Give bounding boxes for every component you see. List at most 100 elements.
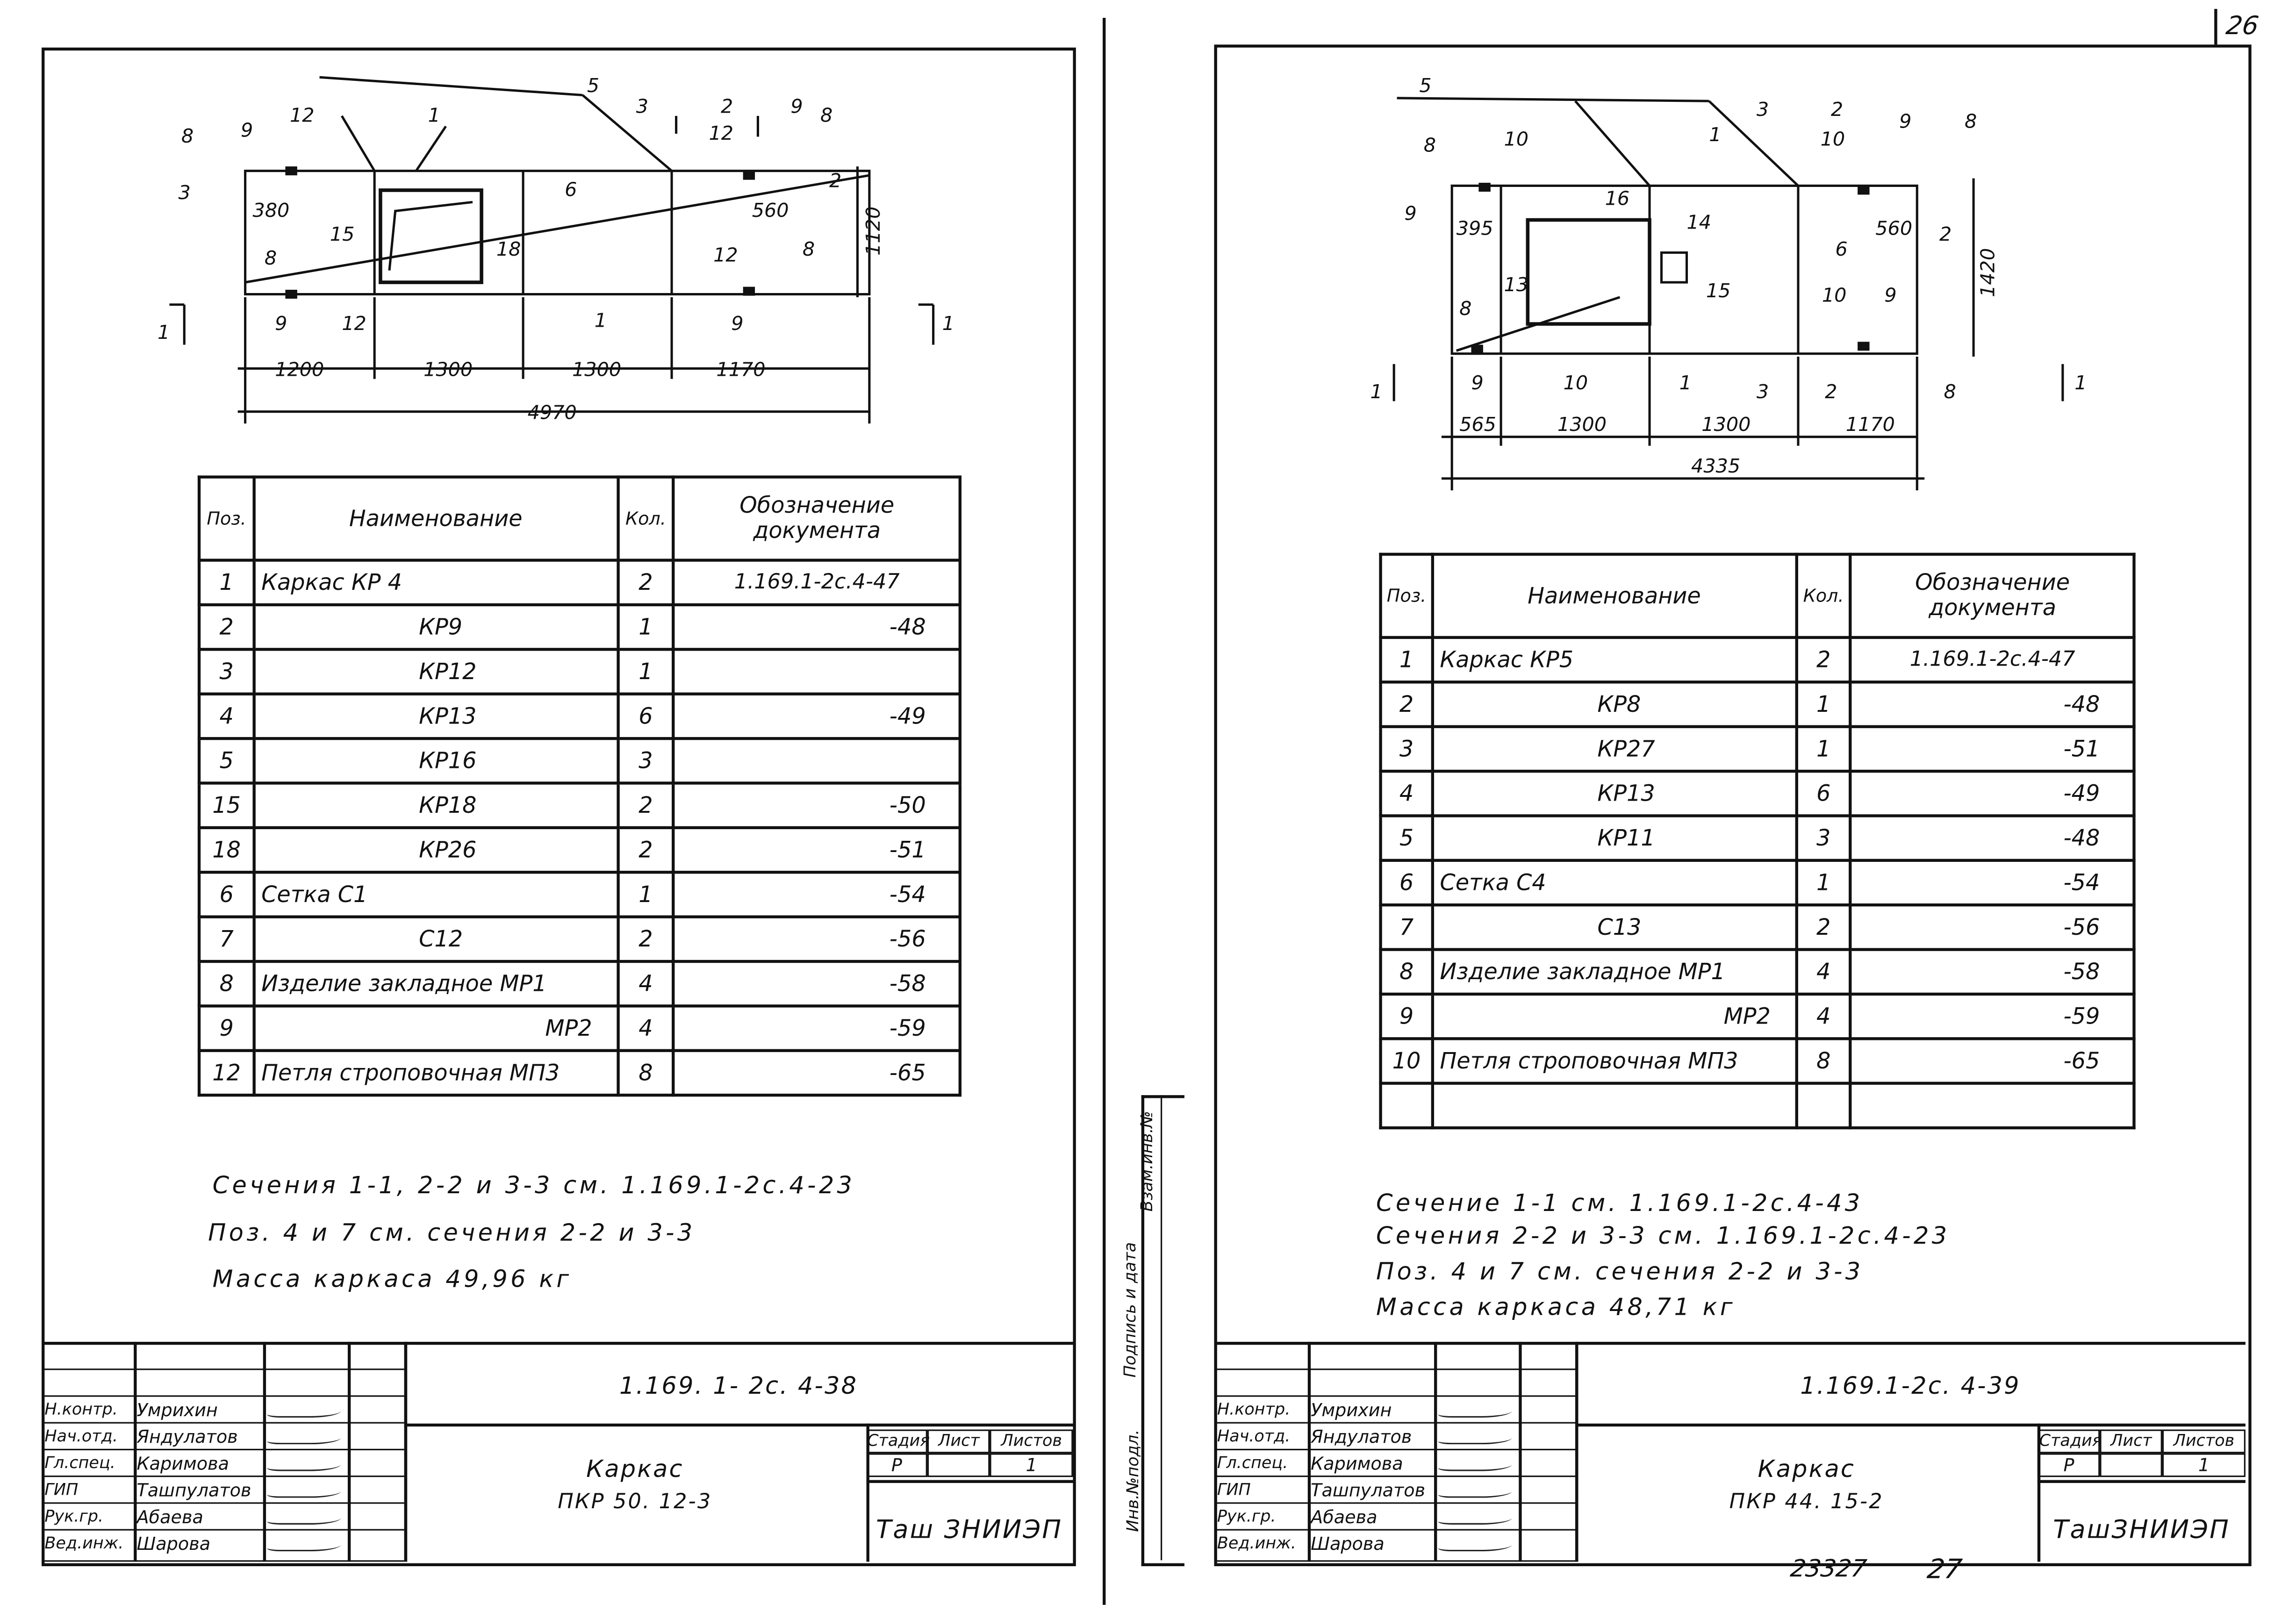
name-cell: МР2 [252,1004,619,1052]
callout: 3 [1757,98,1769,121]
name-cell: Изделие закладное МР1 [252,960,619,1008]
qty-cell: 4 [1794,948,1852,996]
doc-cell: -58 [672,960,961,1008]
qty-cell: 3 [1794,814,1852,862]
qty-cell: 2 [616,781,675,830]
title-block-col-line [1519,1341,1521,1562]
drawing-title: Каркас [586,1455,684,1483]
name-cell: КР13 [252,692,619,740]
callout: 8 [820,104,832,127]
pos-cell: 10 [1379,1037,1434,1085]
right-specification-table: Поз. Наименование Кол. Обозначение докум… [1379,552,2136,1130]
name-cell: Изделие закладное МР1 [1431,948,1798,996]
pos-cell: 5 [1379,814,1434,862]
dim-height-label: 1420 [1977,248,1999,297]
section-mark: 1 [942,312,954,335]
callout: 8 [181,125,194,147]
drawing-title: Каркас [1758,1455,1856,1483]
doc-cell: -48 [672,603,961,651]
signer-name: Каримова [1311,1453,1403,1474]
dim-label: 1170 [1846,413,1895,436]
pos-cell: 7 [1379,903,1434,951]
stage-value-stage: Р [2038,1453,2100,1477]
role-label: Нач.отд. [1217,1426,1291,1446]
qty-cell: 1 [1794,725,1852,773]
page-separator [1103,18,1106,1605]
name-cell: КР12 [252,648,619,695]
title-block-border [1214,1341,2246,1565]
note: Сечение 1-1 см. 1.169.1-2с.4-43 [1376,1189,1863,1217]
title-block-divider [2038,1423,2041,1562]
title-block-row [1214,1531,1576,1562]
header-qty: Кол. [616,475,675,562]
title-block-col-line [263,1341,265,1562]
title-block-row [42,1477,404,1504]
callout: 18 [496,238,521,260]
dim-label: 1300 [572,358,621,380]
stage-header-stage: Стадия [2038,1429,2102,1454]
name-cell: Петля строповочная МП3 [252,1049,619,1097]
stage-header-sheet: Лист [927,1429,990,1454]
pos-cell: 5 [197,737,256,785]
left-specification-table: Поз. Наименование Кол. Обозначение докум… [197,475,961,1097]
title-block-divider [2038,1480,2246,1483]
qty-cell: 6 [616,692,675,740]
callout: 1 [428,104,440,127]
qty-cell: 4 [616,1004,675,1052]
pos-cell: 8 [1379,948,1434,996]
doc-cell: 1.169.1-2с.4-47 [1849,636,2136,684]
doc-cell: -65 [672,1049,961,1097]
pos-cell: 3 [197,648,256,695]
callout: 8 [265,247,277,269]
name-cell: КР16 [252,737,619,785]
pos-cell: 8 [197,960,256,1008]
dim-label: 1170 [716,358,765,380]
name-cell: МР2 [1431,992,1798,1040]
pos-cell: 15 [197,781,256,830]
stage-header-stage: Стадия [865,1429,930,1454]
side-strip-label: Подпись и дата [1120,1242,1140,1378]
dim-label: 1200 [275,358,324,380]
name-cell: Сетка С4 [1431,859,1798,907]
pos-cell: 2 [197,603,256,651]
callout: 6 [1835,238,1847,260]
dim-label: 395 [1457,217,1493,239]
title-block-row [1214,1397,1576,1424]
callout: 9 [275,312,287,335]
qty-cell: 8 [616,1049,675,1097]
pos-cell [1379,1082,1434,1130]
title-block-row [42,1370,404,1397]
right-sheet-frame [1214,44,2252,1566]
header-pos: Поз. [197,475,256,562]
dim-label: 1300 [1701,413,1751,436]
note: Поз. 4 и 7 см. сечения 2-2 и 3-3 [208,1218,696,1247]
side-strip [1141,1095,1184,1566]
name-cell: КР18 [252,781,619,830]
qty-cell: 2 [616,915,675,963]
title-block-row [1214,1370,1576,1397]
callout: 8 [1424,134,1436,156]
callout: 8 [803,238,815,260]
product-mark: ПКР 44. 15-2 [1729,1490,1884,1514]
header-name: Наименование [252,475,619,562]
signer-name: Яндулатов [1311,1426,1412,1447]
signature [1437,1401,1516,1418]
qty-cell: 1 [616,648,675,695]
dim-label: 560 [1875,217,1912,239]
pos-cell: 18 [197,826,256,874]
doc-cell: -54 [1849,859,2136,907]
pos-cell: 12 [197,1049,256,1097]
organization-name: ТашЗНИИЭП [2053,1515,2231,1546]
callout: 10 [1822,284,1847,306]
callout: 9 [1884,284,1896,306]
name-cell: Петля строповочная МП3 [1431,1037,1798,1085]
